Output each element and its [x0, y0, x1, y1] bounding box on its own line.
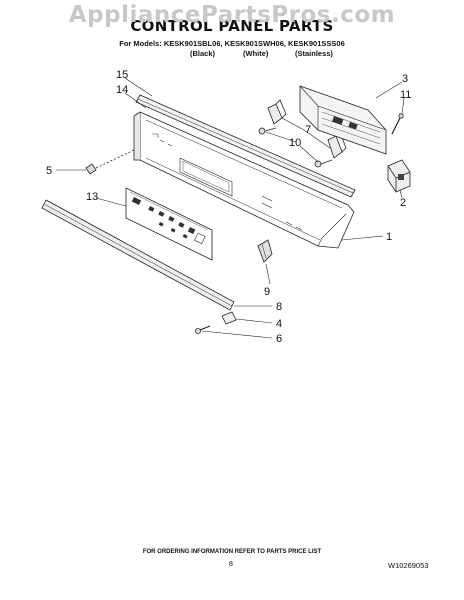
callout-7: 7: [305, 124, 311, 136]
callout-1: 1: [386, 231, 392, 243]
callout-15: 15: [116, 69, 128, 81]
trim-strip-part: [41, 199, 235, 311]
ordering-note: FOR ORDERING INFORMATION REFER TO PARTS …: [142, 549, 322, 555]
screw-part: [258, 127, 333, 168]
side-screw-part: [85, 149, 135, 175]
callout-3: 3: [402, 73, 408, 85]
page-number: 8: [229, 561, 233, 568]
knob-part: [257, 239, 273, 263]
callout-9: 9: [264, 286, 270, 298]
callout-13: 13: [86, 191, 98, 203]
board-screw-part: [391, 113, 404, 135]
variant-black: (Black): [190, 49, 216, 58]
callout-6: 6: [276, 333, 282, 345]
models-line: For Models: KESK901SBL06, KESK901SWH06, …: [119, 39, 345, 48]
variant-stainless: (Stainless): [295, 49, 333, 58]
switch-part: [387, 159, 411, 193]
page-title: CONTROL PANEL PARTS: [130, 17, 334, 35]
keypad-overlay-part: [125, 187, 213, 261]
leader-lines: [56, 77, 405, 339]
lower-screw-part: [195, 325, 211, 334]
document-number: W10269053: [388, 561, 429, 570]
callout-5: 5: [46, 165, 52, 177]
callout-11: 11: [400, 89, 411, 101]
callout-10: 10: [289, 137, 301, 149]
callout-4: 4: [276, 318, 282, 330]
control-board-part: [299, 85, 387, 155]
control-panel-part: [133, 111, 355, 249]
variant-white: (White): [243, 49, 269, 58]
callout-14: 14: [116, 84, 128, 96]
callout-2: 2: [400, 197, 406, 209]
lower-bracket-part: [221, 311, 237, 325]
callout-8: 8: [276, 301, 282, 313]
top-trim-part: [135, 94, 356, 198]
